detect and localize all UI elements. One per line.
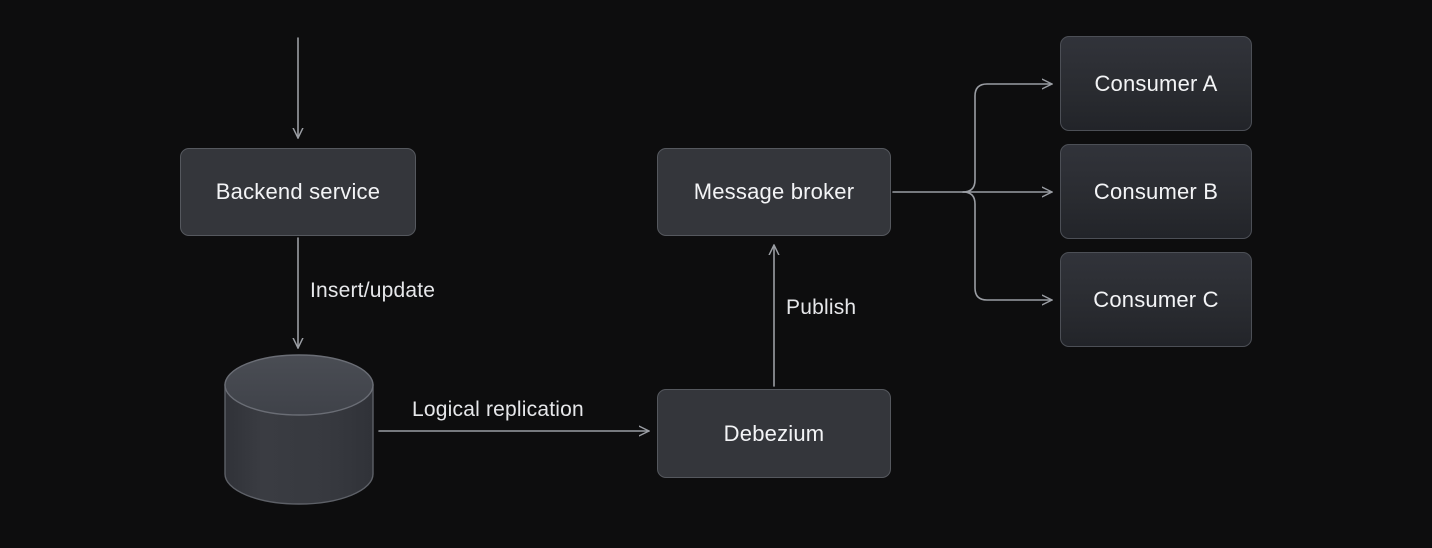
- node-consumer-a[interactable]: Consumer A: [1060, 36, 1252, 131]
- node-debezium[interactable]: Debezium: [657, 389, 891, 478]
- edge-label-publish: Publish: [786, 296, 857, 319]
- node-message-broker-label: Message broker: [693, 179, 855, 204]
- node-message-broker[interactable]: Message broker: [657, 148, 891, 236]
- edge-broker-to-consumer-c: [962, 191, 1053, 300]
- node-debezium-label: Debezium: [723, 420, 825, 446]
- edge-broker-to-consumer-a: [962, 84, 1053, 193]
- node-consumer-a-label: Consumer A: [1094, 70, 1218, 96]
- edge-label-insert-update: Insert/update: [310, 279, 436, 302]
- node-consumer-b-label: Consumer B: [1093, 178, 1219, 204]
- node-consumer-c-label: Consumer C: [1093, 286, 1219, 312]
- node-backend-service-label: Backend service: [215, 179, 381, 204]
- edge-label-logical-replication: Logical replication: [412, 398, 584, 421]
- node-consumer-b[interactable]: Consumer B: [1060, 144, 1252, 239]
- node-database[interactable]: [224, 356, 374, 504]
- node-consumer-c[interactable]: Consumer C: [1060, 252, 1252, 347]
- node-backend-service[interactable]: Backend service: [180, 148, 416, 236]
